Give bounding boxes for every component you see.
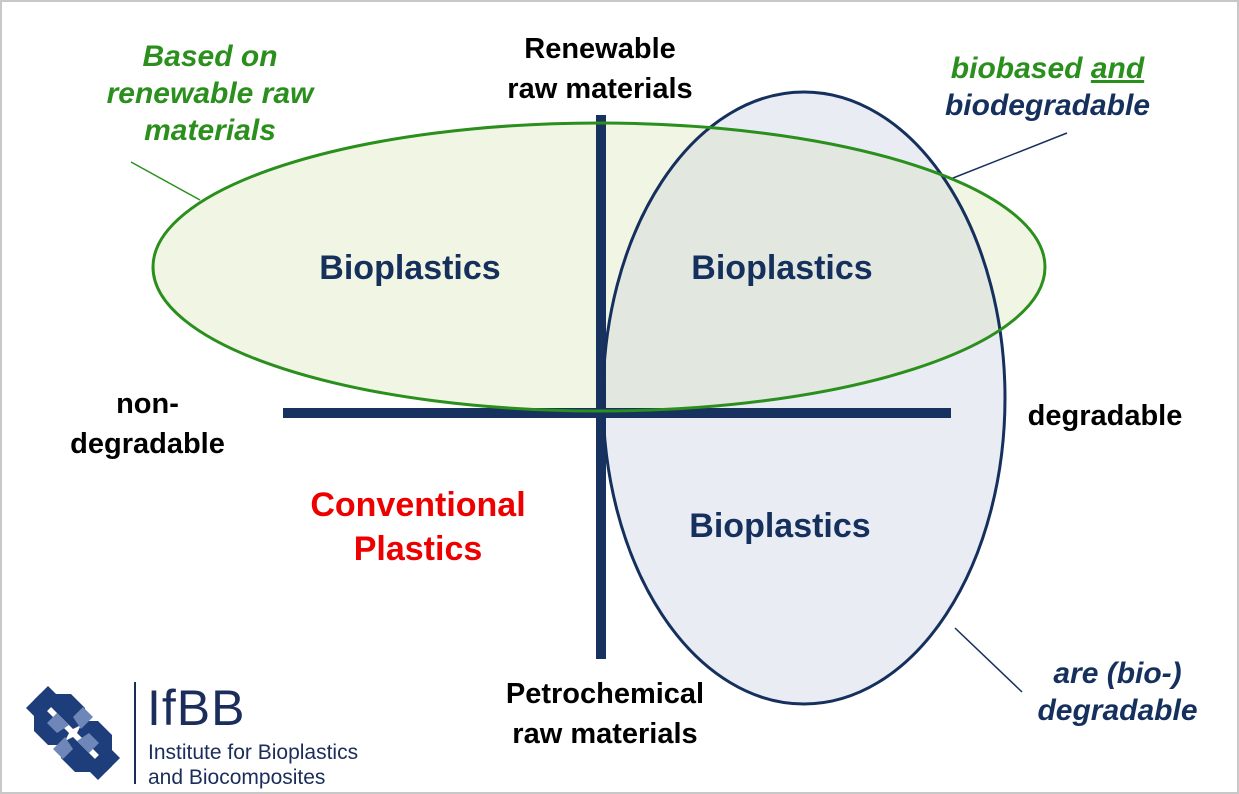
axis-bottom-label: Petrochemical raw materials — [505, 678, 705, 750]
ifbb-logo-mark — [26, 686, 120, 780]
renewable-leader-line — [130, 161, 201, 201]
logo-subtitle-line2: and Biocomposites — [148, 766, 326, 789]
bioplastics-top-right: Bioplastics — [691, 249, 873, 287]
logo-name: IfBB — [147, 680, 246, 736]
and-word: and — [1090, 52, 1145, 85]
degradable-ellipse-outline — [601, 90, 1007, 706]
axis-right-label: degradable — [1027, 400, 1183, 432]
axis-top-label: Renewable raw materials — [507, 33, 693, 105]
renewable-ellipse-outline — [151, 121, 1047, 413]
biobased-leader-line — [947, 132, 1068, 181]
biodegradable-word: biodegradable — [944, 89, 1151, 122]
degradable-leader-line — [954, 627, 1023, 693]
bioplastics-top-left: Bioplastics — [319, 249, 501, 287]
degradable-callout: are (bio-) degradable — [1037, 657, 1198, 727]
bioplastics-bottom-right: Bioplastics — [689, 507, 871, 545]
logo-subtitle-line1: Institute for Bioplastics — [148, 741, 359, 764]
conventional-plastics-label: Conventional Plastics — [310, 486, 526, 568]
biobased-word: biobased — [950, 52, 1083, 85]
renewable-callout: Based on renewable raw materials — [106, 40, 314, 147]
axis-left-label: non- degradable — [70, 388, 225, 460]
biobased-callout: biobased and biodegradable — [915, 50, 1180, 124]
overlap-region — [603, 123, 1005, 411]
